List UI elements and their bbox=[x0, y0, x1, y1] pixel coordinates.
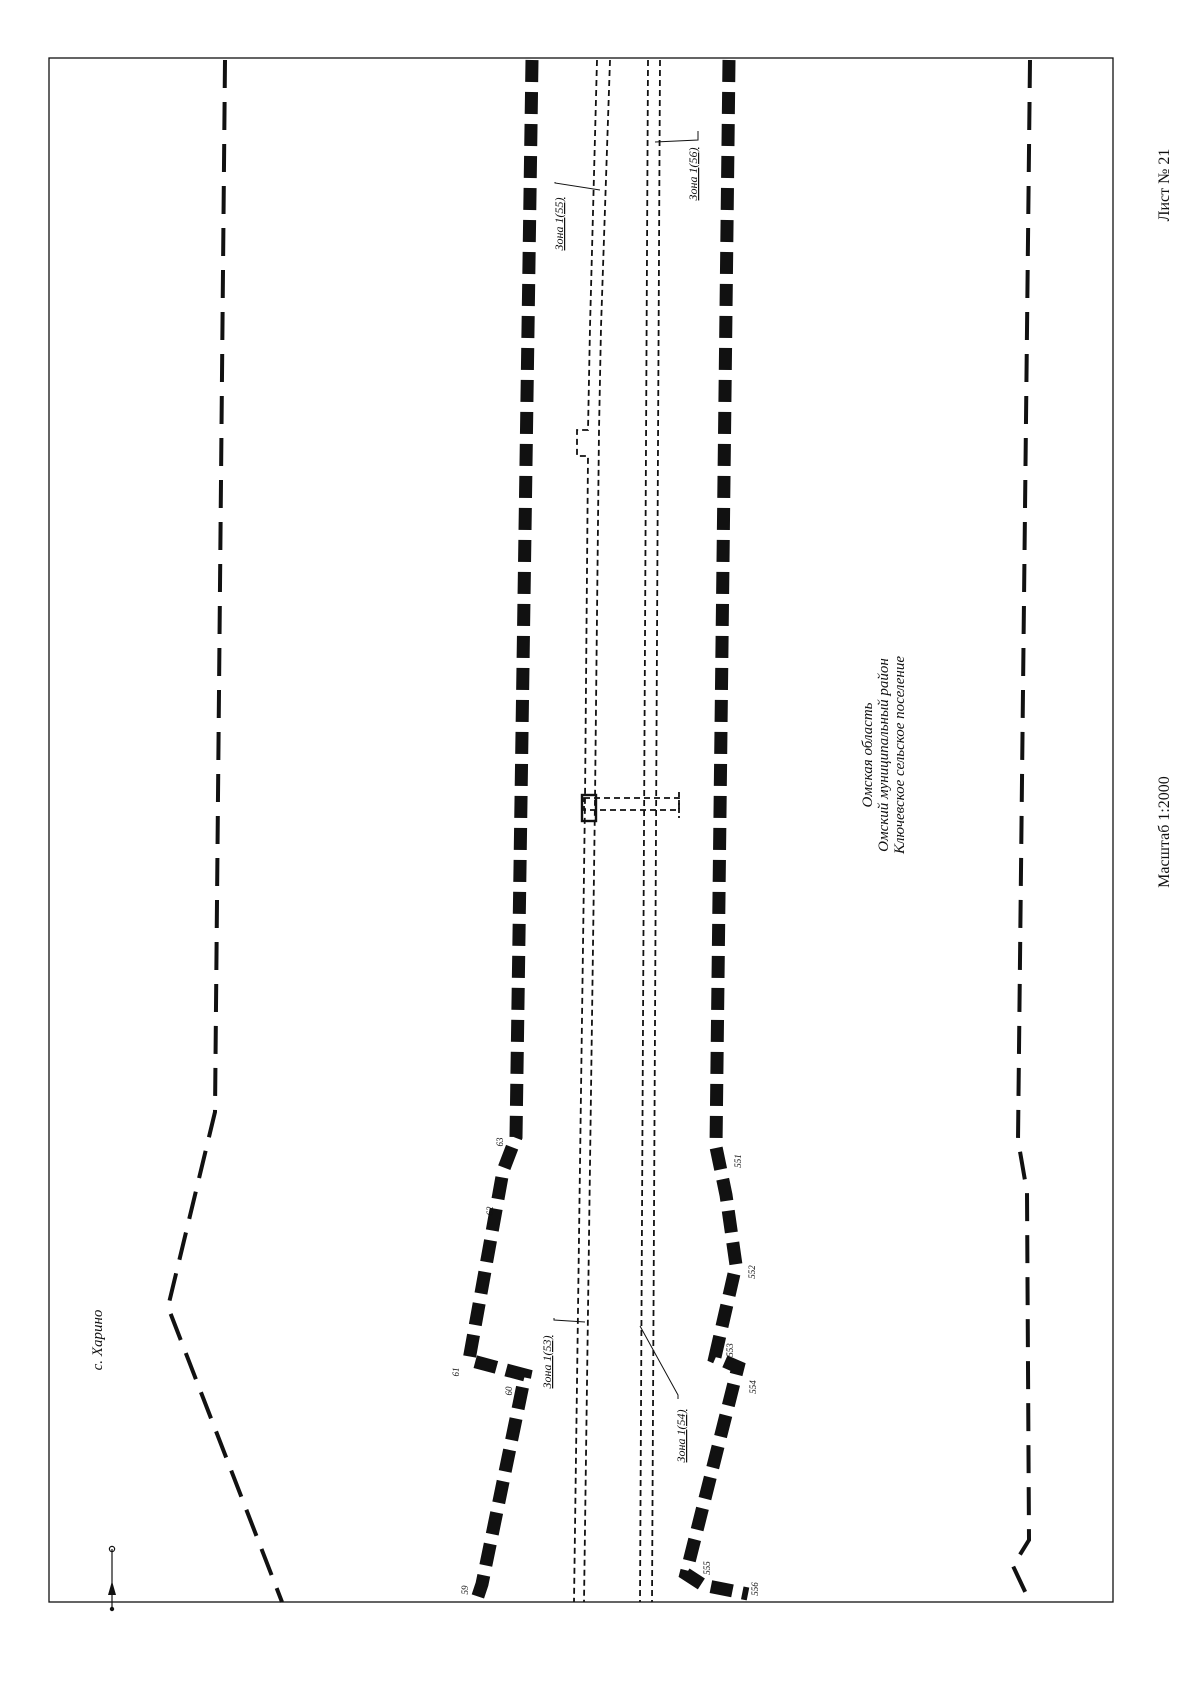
map-frame bbox=[48, 57, 1114, 1603]
point-label-553: 553 bbox=[725, 1343, 735, 1357]
pipeline-line-3 bbox=[639, 59, 649, 1603]
sheet-number: Лист № 21 bbox=[1156, 149, 1173, 222]
protection-line-left bbox=[461, 59, 539, 1605]
point-label-62: 62 bbox=[485, 1206, 495, 1216]
crossing-tap bbox=[583, 797, 680, 811]
point-label-59: 59 bbox=[460, 1585, 470, 1595]
point-label-60: 60 bbox=[504, 1386, 514, 1396]
protection-line-right bbox=[678, 59, 750, 1601]
pipeline-line-1 bbox=[573, 59, 598, 1603]
point-label-556: 556 bbox=[750, 1582, 760, 1596]
north-arrow-icon bbox=[108, 1545, 116, 1612]
region-line-2: Омский муниципальный район bbox=[876, 658, 892, 852]
leader-zone-53 bbox=[553, 1318, 586, 1323]
boundary-right bbox=[1010, 59, 1032, 1601]
zone-label-55: Зона 1(55) bbox=[552, 198, 566, 251]
leader-zone-56 bbox=[654, 131, 699, 143]
pipeline-line-4 bbox=[651, 59, 661, 1603]
zone-label-54: Зона 1(54) bbox=[674, 1410, 688, 1463]
point-label-63: 63 bbox=[495, 1137, 505, 1147]
scale-label: Масштаб 1:2000 bbox=[1156, 776, 1173, 888]
point-label-551: 551 bbox=[733, 1154, 743, 1168]
point-label-554: 554 bbox=[748, 1380, 758, 1394]
point-label-555: 555 bbox=[702, 1561, 712, 1575]
region-line-3: Ключевское сельское поселение bbox=[892, 656, 908, 855]
settlement-label: с. Харино bbox=[90, 1309, 106, 1370]
leader-zone-54 bbox=[639, 1325, 679, 1399]
zone-label-53: Зона 1(53) bbox=[540, 1336, 554, 1389]
pipeline-line-2 bbox=[583, 59, 611, 1603]
leader-zone-55 bbox=[554, 182, 601, 191]
zone-label-56: Зона 1(56) bbox=[686, 148, 700, 201]
region-line-1: Омская область bbox=[860, 702, 876, 807]
region-label: Омская область Омский муниципальный райо… bbox=[860, 656, 908, 855]
crossing-valve bbox=[580, 793, 598, 823]
point-label-61: 61 bbox=[451, 1368, 461, 1377]
boundary-left bbox=[165, 59, 284, 1603]
point-label-552: 552 bbox=[747, 1265, 757, 1279]
